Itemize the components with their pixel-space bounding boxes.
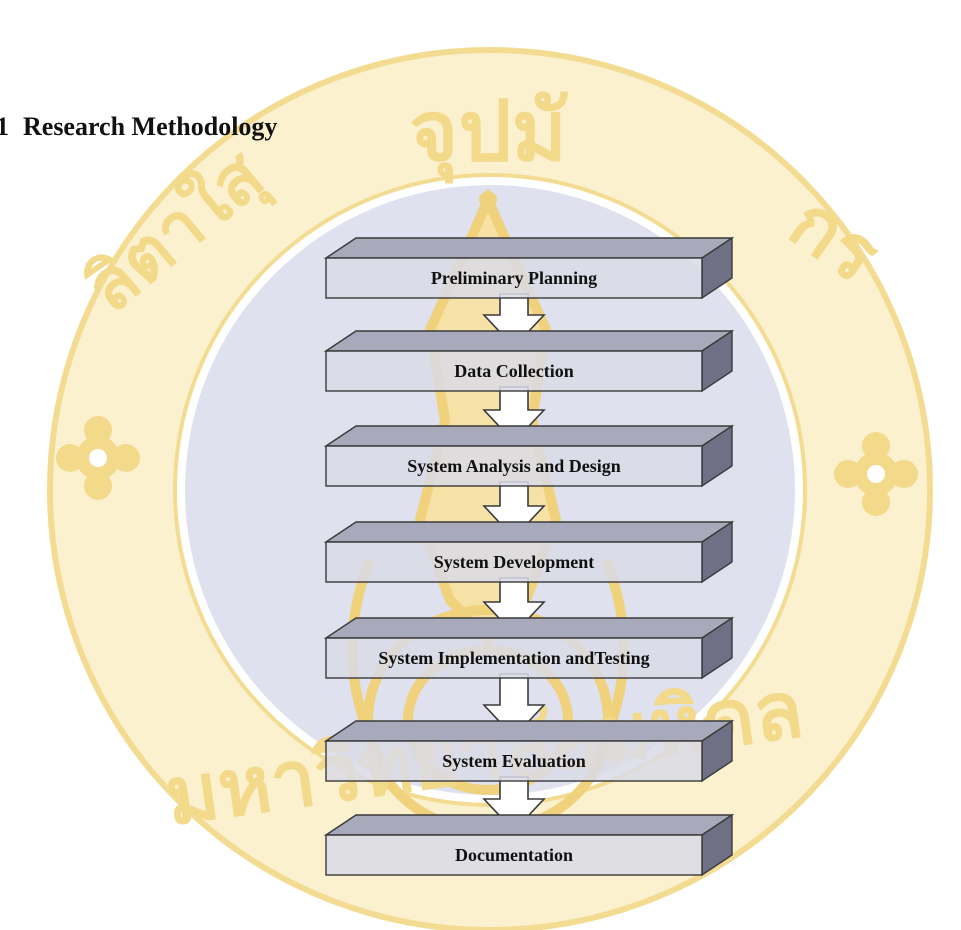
flow-step-box: System Implementation andTesting [323, 616, 735, 680]
seal-emblem-top-dot [479, 191, 497, 209]
box-top-face [323, 425, 735, 447]
box-top-face [323, 237, 735, 259]
flow-step-label: System Implementation andTesting [378, 648, 649, 668]
box-front-face [325, 834, 703, 876]
seal-text-top: จุปมั [409, 82, 568, 184]
flow-step-label: System Analysis and Design [407, 456, 621, 476]
box-front-face [325, 541, 703, 583]
box-top-face [323, 720, 735, 742]
flower-ornament-right [834, 432, 918, 516]
box-front-face [325, 257, 703, 299]
flow-step-box: Preliminary Planning [323, 236, 735, 300]
flow-step-box: System Development [323, 520, 735, 584]
box-front-face [325, 445, 703, 487]
flow-step-box: Data Collection [323, 329, 735, 393]
box-top-face [323, 521, 735, 543]
flow-step-label: System Evaluation [442, 751, 586, 771]
section-title: Research Methodology [23, 112, 278, 141]
flow-step-label: Data Collection [454, 361, 573, 381]
box-top-face [323, 617, 735, 639]
box-front-face [325, 740, 703, 782]
flow-step-label: Documentation [455, 845, 573, 865]
box-top-face [323, 330, 735, 352]
flow-step-box: System Evaluation [323, 719, 735, 783]
flower-ornament-left [56, 416, 140, 500]
box-front-face [325, 637, 703, 679]
box-top-face [323, 814, 735, 836]
flow-step-box: Documentation [323, 813, 735, 877]
flow-step-box: System Analysis and Design [323, 424, 735, 488]
section-heading: 1 Research Methodology [0, 112, 277, 142]
box-front-face [325, 350, 703, 392]
flow-step-label: Preliminary Planning [431, 268, 597, 288]
flow-step-label: System Development [434, 552, 594, 572]
section-number: 1 [0, 112, 9, 141]
